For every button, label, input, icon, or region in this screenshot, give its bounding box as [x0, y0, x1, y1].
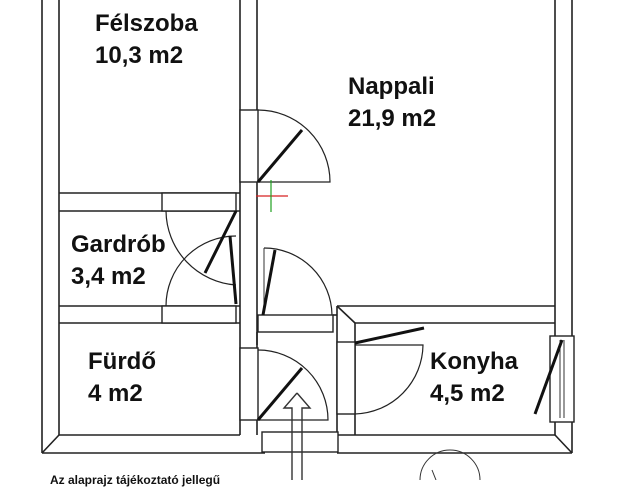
door-konyha	[354, 326, 425, 415]
room-name: Gardrób	[71, 231, 166, 258]
room-label-gardrob: Gardrób 3,4 m2	[71, 229, 166, 293]
door-felszoba	[239, 109, 331, 183]
room-area: 4,5 m2	[430, 380, 505, 407]
door-furdo	[256, 349, 329, 421]
room-name: Nappali	[348, 73, 435, 100]
entrance-arrow-icon	[282, 392, 312, 480]
room-label-felszoba: Félszoba 10,3 m2	[95, 8, 198, 72]
footnote: Az alaprajz tájékoztató jellegű	[50, 473, 221, 487]
room-area: 21,9 m2	[348, 105, 437, 132]
crosshair-marker-icon	[256, 180, 288, 212]
room-label-nappali: Nappali 21,9 m2	[348, 71, 436, 135]
gardrob-bottom-wall	[59, 305, 240, 324]
outer-walls	[41, 0, 573, 454]
window-konyha	[533, 335, 575, 423]
room-area: 10,3 m2	[95, 42, 184, 69]
room-name: Konyha	[430, 348, 519, 375]
room-area: 3,4 m2	[71, 263, 146, 290]
room-area: 4 m2	[88, 380, 143, 407]
compass-icon	[419, 449, 481, 480]
gardrob-top-wall	[59, 192, 240, 212]
room-name: Félszoba	[95, 10, 198, 37]
room-label-konyha: Konyha 4,5 m2	[430, 346, 518, 410]
room-label-furdo: Fürdő 4 m2	[88, 346, 156, 410]
door-gardrob	[165, 210, 238, 307]
door-hall	[261, 247, 333, 316]
room-name: Fürdő	[88, 348, 156, 375]
hall-walls	[239, 314, 339, 453]
